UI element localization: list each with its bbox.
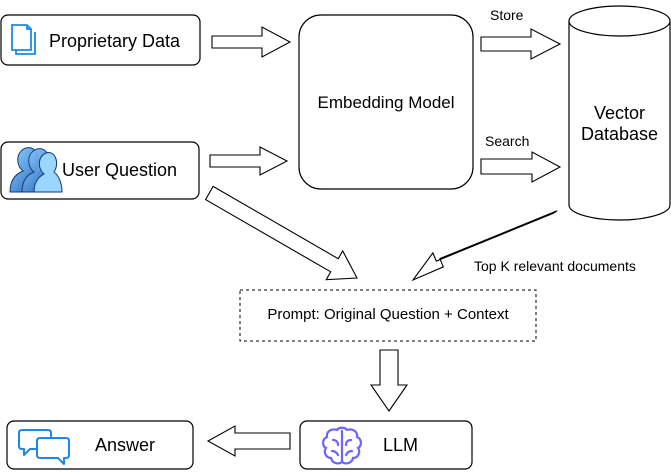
vector-database-label-line2: Database: [580, 124, 659, 144]
brain-icon: [322, 426, 362, 465]
vector-database-label-line1: Vector: [593, 103, 646, 124]
proprietary-data-label: Proprietary Data: [49, 30, 181, 51]
top-k-edge-label: Top K relevant documents: [474, 257, 636, 274]
arrow-search: [480, 151, 562, 183]
arrow-data-to-embedding: [211, 26, 292, 58]
vector-database-label: Vector Database: [569, 100, 670, 148]
prompt-box: [239, 289, 537, 342]
llm-label: LLM: [383, 434, 419, 455]
arrow-db-to-prompt: [411, 210, 558, 282]
embedding-model-label: Embedding Model: [317, 93, 455, 113]
document-icon: [11, 24, 36, 55]
arrow-llm-to-answer: [206, 425, 291, 457]
embedding-model-box: [298, 14, 474, 190]
arrow-question-to-embedding: [209, 146, 289, 176]
search-edge-label: Search: [485, 132, 530, 149]
answer-label: Answer: [95, 434, 156, 455]
arrow-question-to-prompt: [204, 185, 358, 281]
users-icon: [9, 147, 63, 193]
arrow-prompt-to-llm: [369, 349, 409, 412]
vector-database-cylinder: [568, 5, 671, 221]
store-edge-label: Store: [490, 6, 524, 23]
prompt-label: Prompt: Original Question + Context: [267, 306, 509, 324]
proprietary-data-box: [0, 14, 201, 66]
user-question-label: User Question: [62, 159, 178, 180]
arrow-store: [480, 28, 562, 60]
chat-bubbles-icon: [18, 429, 70, 465]
